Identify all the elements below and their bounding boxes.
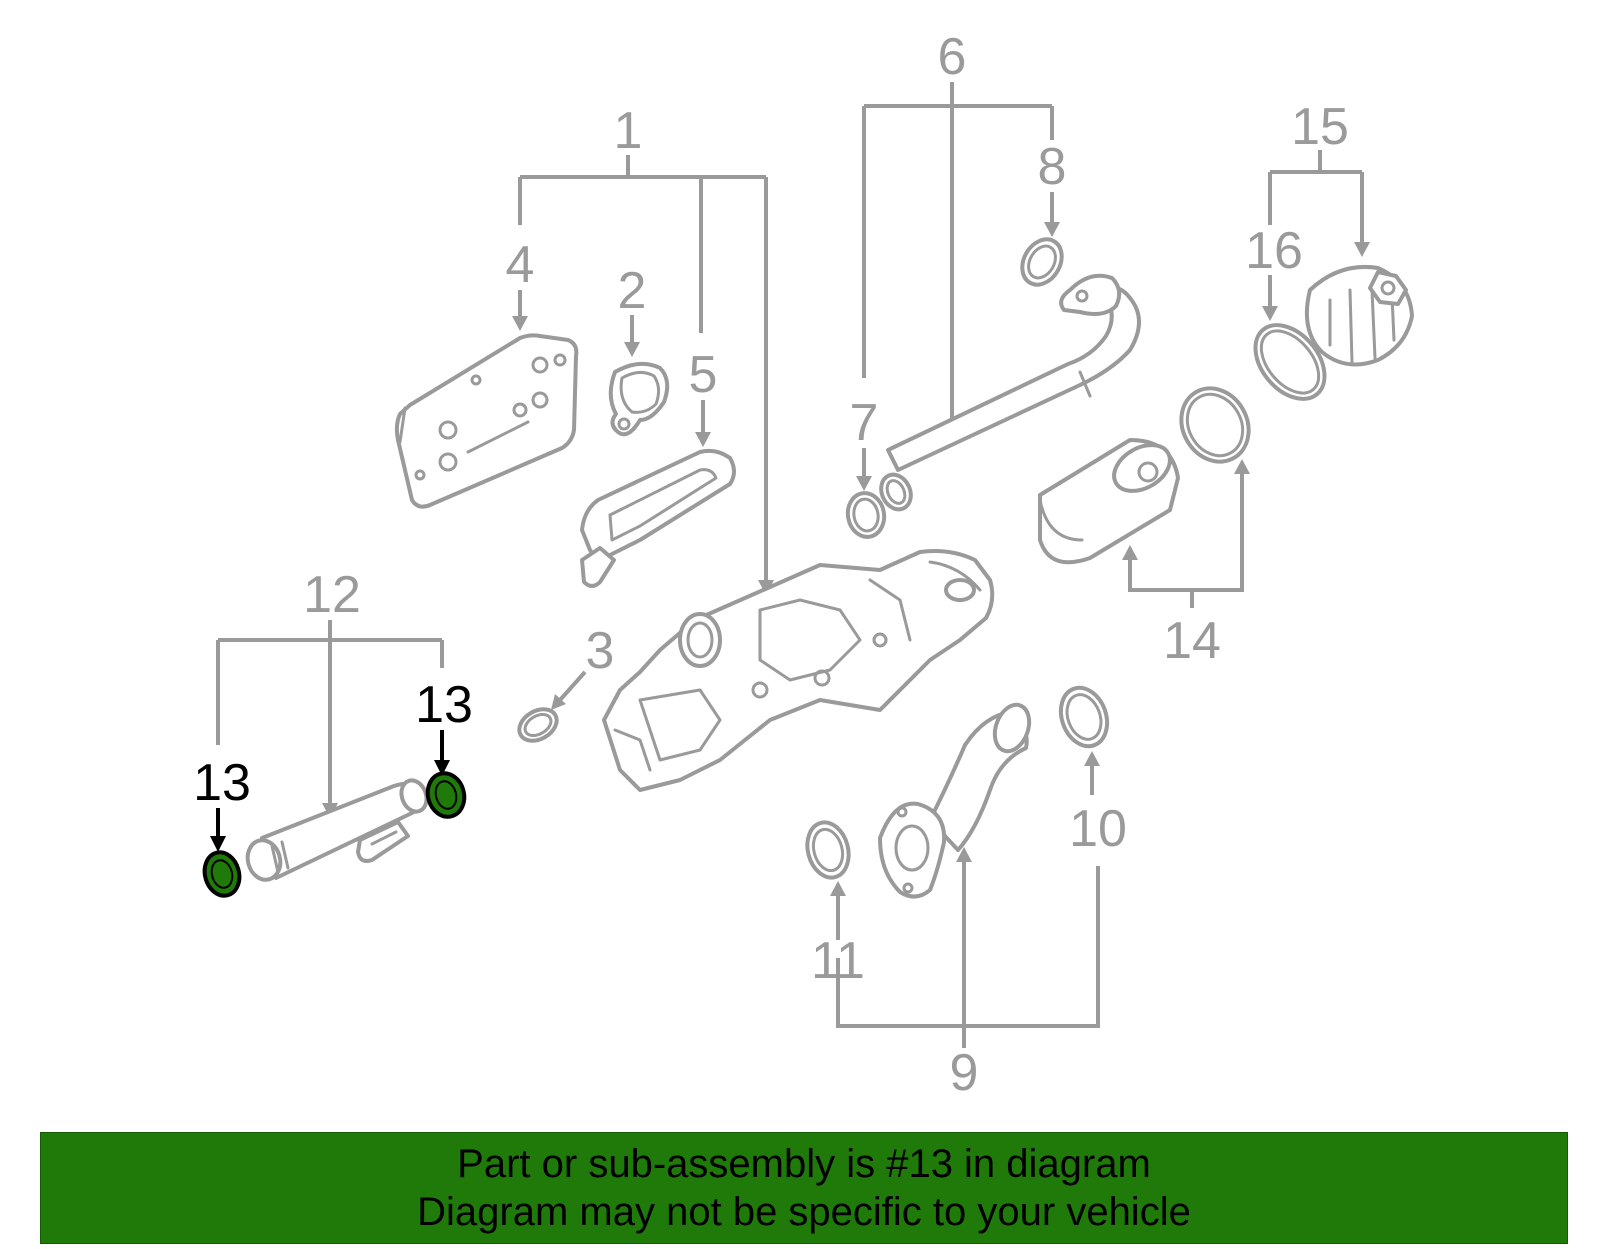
part-16-oring [1253,323,1327,401]
callout-13-left: 13 [193,754,251,812]
leader-3 [551,670,587,710]
part-2-gasket [608,361,670,437]
leader-group-12 [216,620,444,818]
part-4-oil-cooler [394,333,579,509]
info-banner: Part or sub-assembly is #13 in diagram D… [40,1132,1568,1244]
leader-2 [624,315,640,357]
leader-7 [856,448,872,491]
callout-3: 3 [586,622,615,680]
callout-8: 8 [1038,138,1067,196]
leader-13-right [434,730,450,776]
banner-line-2: Diagram may not be specific to your vehi… [417,1190,1191,1234]
callout-2: 2 [618,262,647,320]
callout-1: 1 [614,102,643,160]
callout-13-right: 13 [415,676,473,734]
leader-group-14 [1122,459,1250,608]
part-11-oring [805,820,851,880]
part-9-elbow-pipe [878,702,1032,899]
leader-16 [1262,275,1278,321]
callout-12: 12 [303,566,361,624]
callout-15: 15 [1291,98,1349,156]
callout-6: 6 [938,28,967,86]
callout-9: 9 [950,1044,979,1102]
part-14-ring [1179,386,1251,464]
part-10-oring [1058,685,1110,749]
leader-10 [1084,751,1100,795]
part-6-pipe [879,273,1141,512]
part-8-oring [1020,237,1064,287]
callout-14: 14 [1163,612,1221,670]
callout-10: 10 [1069,800,1127,858]
part-13-oring-right [425,771,467,819]
callout-16: 16 [1245,222,1303,280]
part-3-oring [517,707,559,743]
callout-5: 5 [689,346,718,404]
leader-8 [1044,192,1060,237]
part-15-filter-cap [1304,265,1414,367]
callout-4: 4 [506,236,535,294]
part-7-oring [845,491,887,539]
part-12-tube [245,778,429,882]
banner-line-1: Part or sub-assembly is #13 in diagram [457,1142,1151,1186]
part-13-oring-left [202,850,242,898]
leader-group-9 [830,847,1100,1048]
callout-11: 11 [811,932,865,990]
leader-group-15 [1268,150,1370,257]
leader-5 [695,400,711,447]
part-1-housing [602,549,995,792]
leader-13-left [210,808,226,852]
callout-7: 7 [850,394,879,452]
leader-4 [512,290,528,331]
part-5-gasket [580,448,736,588]
part-14-oil-filter [1038,438,1180,565]
